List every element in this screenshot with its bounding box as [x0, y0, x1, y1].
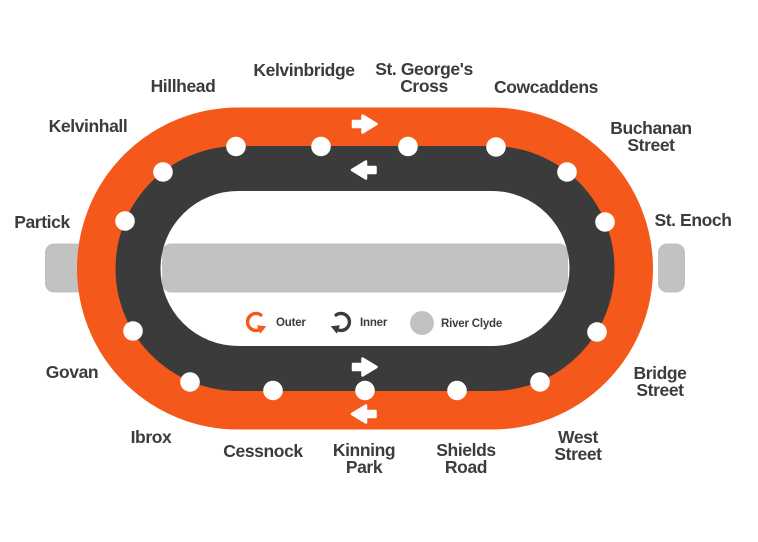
station-dot-bridge-street: [587, 322, 607, 342]
outer-direction-icon: [245, 311, 267, 334]
outer-track-arrow-right-icon: [351, 114, 378, 134]
station-dot-kelvinhall: [153, 162, 173, 182]
station-dot-cessnock: [263, 380, 283, 401]
station-dot-shields-road: [447, 380, 467, 401]
river-clyde-right-segment: [658, 243, 685, 293]
station-label-cessnock: Cessnock: [223, 441, 303, 461]
station-dot-west-street: [530, 372, 550, 392]
station-dot-partick: [115, 211, 135, 231]
station-dot-hillhead: [226, 136, 246, 157]
legend-outer-label: Outer: [276, 317, 306, 329]
river-clyde-middle-segment: [162, 243, 568, 293]
direction-arrows: [350, 114, 378, 424]
station-dot-cowcaddens: [486, 137, 506, 157]
station-dot-govan: [123, 321, 143, 341]
station-dot-st-enoch: [595, 212, 615, 232]
station-label-ibrox: Ibrox: [131, 427, 172, 447]
station-label-partick: Partick: [14, 212, 70, 232]
inner-direction-icon: [330, 311, 352, 334]
station-label-kelvinbridge: Kelvinbridge: [253, 60, 355, 80]
station-dot-kinning-park: [355, 380, 375, 401]
river-clyde-swatch: [410, 311, 434, 335]
inner-track-arrow-left-icon: [350, 160, 377, 180]
inner-track-arrow-right-icon: [351, 357, 378, 377]
legend-inner-label: Inner: [360, 317, 388, 329]
station-dot-buchanan-street: [557, 162, 577, 182]
station-dot-kelvinbridge: [311, 136, 331, 157]
outer-track-arrow-left-icon: [350, 404, 377, 424]
station-label-hillhead: Hillhead: [151, 76, 216, 96]
station-label-st-enoch: St. Enoch: [654, 210, 731, 230]
legend: Outer Inner River Clyde: [245, 311, 502, 335]
station-dot-ibrox: [180, 372, 200, 392]
station-label-kelvinhall: Kelvinhall: [49, 116, 128, 136]
station-label-cowcaddens: Cowcaddens: [494, 77, 599, 97]
station-label-govan: Govan: [46, 362, 98, 382]
station-dot-st-george-s-cross: [398, 136, 418, 157]
legend-river-label: River Clyde: [441, 318, 502, 330]
